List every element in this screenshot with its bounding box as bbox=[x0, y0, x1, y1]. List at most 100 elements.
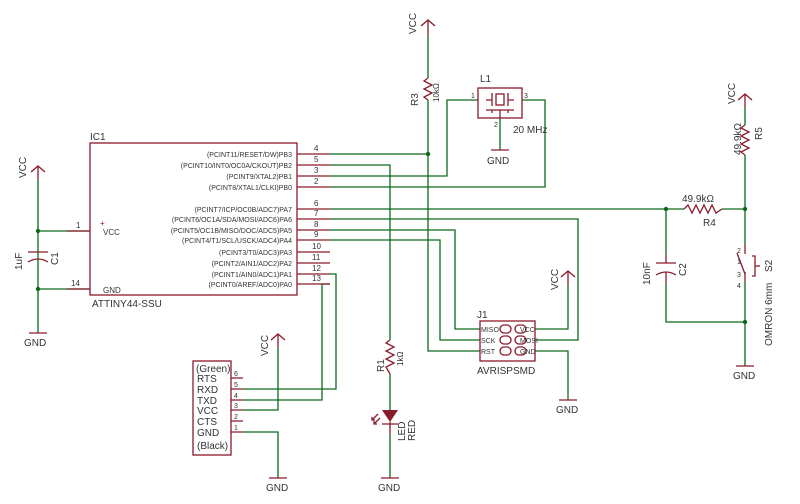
led-value: RED bbox=[407, 420, 418, 441]
junctions bbox=[35, 151, 748, 325]
ic1-right-pin-name: (PCINT1/AIN0/ADC1)PA1 bbox=[212, 272, 292, 279]
j1-pin-label: SCK bbox=[481, 338, 496, 345]
s2-pin-num: 1 bbox=[737, 259, 741, 266]
l1-pin-num: 3 bbox=[524, 93, 528, 100]
ic1-left-pin-name: VCC bbox=[103, 228, 120, 237]
ic1-right-pin-num: 2 bbox=[314, 177, 319, 186]
resistor-r4: 49.9kΩ R4 bbox=[682, 194, 723, 229]
ftdi-pin-name: CTS bbox=[197, 417, 217, 428]
ic1-right-pin-num: 4 bbox=[314, 144, 319, 153]
ic1-right-pin-name: (PCINT7/ICP/OC0B/ADC7)PA7 bbox=[194, 207, 292, 214]
r1-ref: R1 bbox=[376, 359, 387, 372]
ic1-right-pin-name: (PCINT5/OC1B/MISO/DOC/ADC5)PA5 bbox=[171, 228, 292, 235]
ic1-right-pin-name: (PCINT0/AREF/ADC0)PA0 bbox=[209, 282, 293, 289]
r5-ref: R5 bbox=[754, 127, 765, 140]
header-j1-avrisp: J1 AVRISPSMD MISO SCK RST VCC MOSI GND bbox=[477, 310, 538, 377]
j1-ref: J1 bbox=[477, 310, 488, 321]
capacitor-c2: 10nF C2 bbox=[642, 255, 689, 285]
s2-value: OMRON 6mm bbox=[764, 283, 775, 346]
j1-pin-label: VCC bbox=[520, 327, 535, 334]
r3-ref: R3 bbox=[410, 93, 421, 106]
resistor-r3: R3 10kΩ bbox=[410, 77, 441, 106]
ftdi-pin-name: RXD bbox=[197, 385, 218, 396]
ic1-name: ATTINY44-SSU bbox=[92, 299, 162, 310]
ic1-left-pin-name: GND bbox=[103, 286, 121, 295]
gnd-label: GND bbox=[24, 338, 46, 349]
resistor-r5: 49.9kΩ R5 bbox=[733, 123, 765, 156]
r3-value: 10kΩ bbox=[432, 83, 441, 102]
j1-pads bbox=[499, 324, 527, 356]
led-ref: LED bbox=[397, 422, 408, 441]
vcc-symbol-ftdi: VCC bbox=[260, 333, 286, 356]
gnd-label: GND bbox=[733, 371, 755, 382]
vcc-symbol-r5: VCC bbox=[727, 83, 753, 108]
c2-ref: C2 bbox=[678, 263, 689, 276]
r5-value: 49.9kΩ bbox=[733, 123, 744, 155]
gnd-symbol-crystal: GND bbox=[487, 149, 509, 167]
ftdi-pin-name: TXD bbox=[197, 396, 217, 407]
vcc-label: VCC bbox=[260, 335, 271, 356]
ftdi-pin-num: 1 bbox=[234, 425, 238, 432]
gnd-label: GND bbox=[266, 483, 288, 494]
s2-pin-num: 2 bbox=[737, 248, 741, 255]
ftdi-pin-num: 2 bbox=[234, 414, 238, 421]
ftdi-pin-num: 4 bbox=[234, 393, 238, 400]
vcc-label: VCC bbox=[727, 83, 738, 104]
header-ftdi: (Green) (Black) RTS RXD TXD VCC CTS GND … bbox=[192, 360, 243, 456]
r4-value: 49.9kΩ bbox=[682, 194, 714, 205]
ic1-right-pin-num: 6 bbox=[314, 199, 319, 208]
ic1-right-pin-num: 5 bbox=[314, 155, 319, 164]
l1-pin-num: 2 bbox=[494, 122, 498, 129]
l1-ref: L1 bbox=[480, 74, 492, 85]
ic1-left-pin-num: 1 bbox=[76, 221, 81, 230]
gnd-label: GND bbox=[378, 483, 400, 494]
l1-value: 20 MHz bbox=[513, 125, 547, 136]
gnd-symbol-s2: GND bbox=[733, 365, 755, 382]
resonator-l1: L1 20 MHz 1 2 3 bbox=[471, 74, 547, 136]
ic1-right-pin-name: (PCINT2/AIN1/ADC2)PA2 bbox=[212, 261, 292, 268]
ic1-right-pin-name: (PCINT9/XTAL2)PB1 bbox=[226, 174, 292, 181]
r4-ref: R4 bbox=[703, 218, 716, 229]
j1-pin-label: MOSI bbox=[520, 338, 538, 345]
led-red: LED RED bbox=[371, 410, 418, 441]
gnd-symbol-led: GND bbox=[378, 477, 400, 494]
resistor-r1: R1 1kΩ bbox=[376, 339, 405, 375]
ftdi-pin-num: 6 bbox=[234, 371, 238, 378]
gnd-label: GND bbox=[487, 156, 509, 167]
ic1-right-pin-name: (PCINT4/T1/SCL/USCK/ADC4)PA4 bbox=[182, 238, 292, 245]
ic1-right-pin-num: 9 bbox=[314, 230, 319, 239]
vcc-label: VCC bbox=[550, 269, 561, 290]
ic1-right-pin-num: 8 bbox=[314, 220, 319, 229]
s2-ref: S2 bbox=[764, 259, 775, 272]
vcc-symbol-left: VCC bbox=[18, 157, 46, 180]
s2-pin-num: 4 bbox=[737, 283, 741, 290]
ic1-pin1-marker: + bbox=[100, 219, 105, 228]
vcc-label: VCC bbox=[408, 13, 419, 34]
ftdi-pin-name: GND bbox=[197, 428, 219, 439]
ic1-ref: IC1 bbox=[90, 132, 106, 143]
ftdi-color-top: (Green) bbox=[196, 364, 230, 375]
gnd-symbol-j1: GND bbox=[556, 399, 578, 416]
ic1-right-pin-name: (PCINT8/XTAL1/CLKI)PB0 bbox=[209, 185, 292, 192]
c1-value: 1uF bbox=[14, 253, 25, 270]
capacitor-c1: 1uF C1 bbox=[14, 251, 61, 270]
ic1-right-pin-name: (PCINT6/OC1A/SDA/MOSI/ADC6)PA6 bbox=[172, 217, 292, 224]
switch-s2: 2 1 3 4 S2 OMRON 6mm bbox=[736, 244, 775, 346]
ic1-right-pin-name: (PCINT3/T0/ADC3)PA3 bbox=[219, 250, 292, 257]
ftdi-pin-num: 5 bbox=[234, 382, 238, 389]
ftdi-pin-name: VCC bbox=[197, 406, 218, 417]
ic1-right-pin-num: 7 bbox=[314, 209, 319, 218]
ic1-right-pin-name: (PCINT11/RESET/DW)PB3 bbox=[207, 152, 292, 159]
ic1-right-pin-num: 11 bbox=[312, 253, 321, 262]
ic1-left-pin-num: 14 bbox=[71, 279, 80, 288]
ftdi-pin-name: RTS bbox=[197, 374, 217, 385]
j1-name: AVRISPSMD bbox=[477, 366, 535, 377]
gnd-label: GND bbox=[556, 405, 578, 416]
ic1-right-pin-num: 3 bbox=[314, 166, 319, 175]
vcc-symbol-r3: VCC bbox=[408, 13, 436, 35]
ic1-right-pin-num: 10 bbox=[312, 242, 321, 251]
c1-ref: C1 bbox=[50, 252, 61, 265]
c2-value: 10nF bbox=[642, 262, 653, 285]
